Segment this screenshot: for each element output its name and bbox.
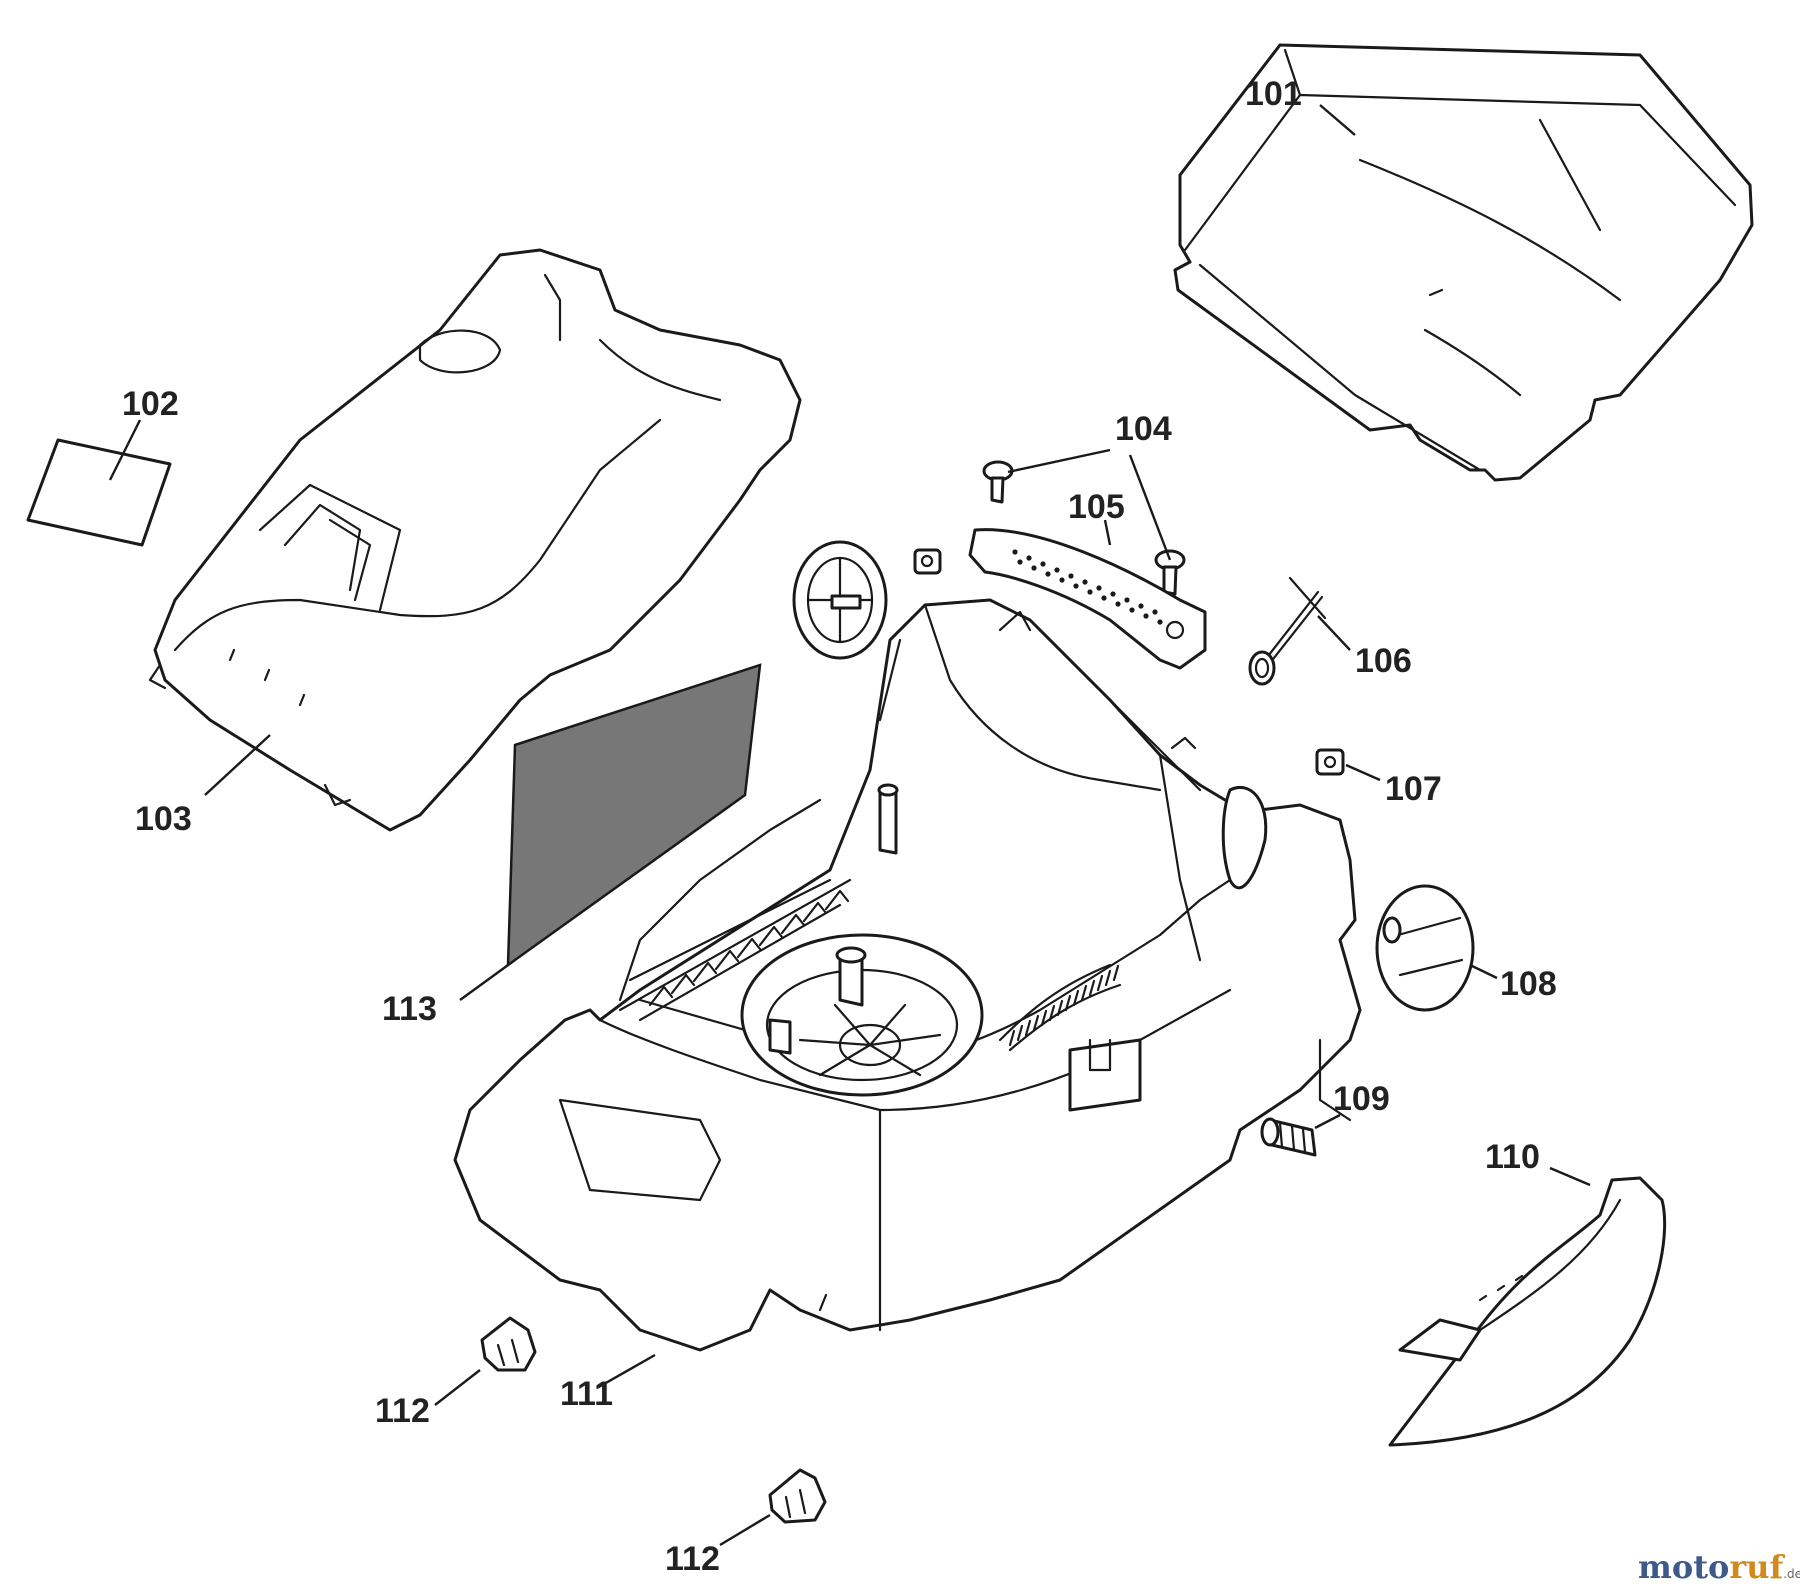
bar-hole — [1073, 583, 1079, 589]
deck-fin — [1032, 1014, 1040, 1032]
deck-fin — [1040, 1009, 1048, 1027]
watermark-part2: ruf — [1729, 1548, 1785, 1586]
part-110-flap — [1388, 1176, 1667, 1447]
bar-hole — [1101, 595, 1107, 601]
deck-fin — [1056, 999, 1064, 1017]
wheel-hub — [792, 540, 888, 660]
deck-vent — [802, 901, 828, 923]
deck-fin — [1064, 994, 1072, 1012]
deck-vent — [736, 937, 762, 959]
part-106-spring — [1248, 576, 1327, 686]
label-113: 113 — [382, 990, 437, 1028]
part-107-nut — [1315, 748, 1345, 776]
part-113-grille — [506, 663, 762, 968]
deck-vent — [758, 925, 784, 947]
part-101-lid — [1173, 43, 1754, 482]
deck-vent — [824, 889, 850, 911]
part-111-deck — [453, 598, 1362, 1352]
part-105-bar — [968, 528, 1207, 670]
deck-fin — [1080, 984, 1088, 1002]
label-106: 106 — [1355, 642, 1412, 680]
deck-fin — [1072, 989, 1080, 1007]
label-110: 110 — [1485, 1138, 1540, 1176]
label-103: 103 — [135, 800, 192, 838]
deck-vent — [692, 961, 718, 983]
bar-hole — [1115, 601, 1121, 607]
deck-fin — [1088, 979, 1096, 997]
part-108-knob — [1375, 884, 1475, 1012]
bar-hole — [1138, 603, 1144, 609]
svg-text:motoruf.de: motoruf.de — [1638, 1548, 1800, 1586]
bar-holes — [1012, 549, 1163, 625]
part-112-clip-b — [768, 1468, 827, 1524]
bar-hole — [1087, 589, 1093, 595]
label-108: 108 — [1500, 965, 1557, 1003]
part-102-label — [26, 438, 172, 547]
bar-hole — [1054, 567, 1060, 573]
deck-vent — [780, 913, 806, 935]
watermark-part1: moto — [1638, 1548, 1729, 1586]
bar-hole — [1157, 619, 1163, 625]
bar-hole — [1012, 549, 1018, 555]
deck-fin — [1008, 1029, 1016, 1047]
label-109: 109 — [1333, 1080, 1390, 1118]
bar-hole — [1059, 577, 1065, 583]
deck-vent — [714, 949, 740, 971]
label-112-b: 112 — [665, 1540, 720, 1578]
deck-vents — [648, 889, 850, 1007]
part-112-clip-a — [480, 1316, 537, 1372]
bar-hole — [1045, 571, 1051, 577]
bar-hole — [1082, 579, 1088, 585]
label-105: 105 — [1068, 488, 1125, 526]
bar-hole — [1152, 609, 1158, 615]
deck-fin — [1024, 1019, 1032, 1037]
bar-hole — [1026, 555, 1032, 561]
bar-hole — [1143, 613, 1149, 619]
part-labels: 101 102 103 104 105 106 107 108 109 110 … — [122, 75, 1557, 1578]
deck-fin — [1112, 964, 1120, 982]
bar-hole — [1110, 591, 1116, 597]
bar-hole — [1040, 561, 1046, 567]
deck-fins — [1008, 964, 1120, 1047]
part-104-screw-a — [982, 460, 1014, 504]
label-112-a: 112 — [375, 1392, 430, 1430]
bar-hole — [1017, 559, 1023, 565]
watermark-logo: motoruf.de — [1638, 1548, 1800, 1586]
bar-hole — [1129, 607, 1135, 613]
bar-hole — [1096, 585, 1102, 591]
deck-vent — [648, 985, 674, 1007]
bar-hole — [1031, 565, 1037, 571]
leader-lines — [108, 104, 1591, 1547]
deck-vent — [670, 973, 696, 995]
deck-fin — [1104, 969, 1112, 987]
label-102: 102 — [122, 385, 179, 423]
watermark-suffix: .de — [1783, 1567, 1800, 1581]
bar-hole — [1124, 597, 1130, 603]
label-101: 101 — [1245, 75, 1302, 113]
part-107-nut-b — [913, 548, 942, 575]
deck-fin — [1096, 974, 1104, 992]
part-103-hood — [148, 248, 802, 832]
label-104: 104 — [1115, 410, 1172, 448]
label-111: 111 — [560, 1375, 613, 1413]
deck-fin — [1016, 1024, 1024, 1042]
part-109-bushing — [1260, 1117, 1317, 1157]
bar-hole — [1068, 573, 1074, 579]
label-107: 107 — [1385, 770, 1442, 808]
deck-fin — [1048, 1004, 1056, 1022]
